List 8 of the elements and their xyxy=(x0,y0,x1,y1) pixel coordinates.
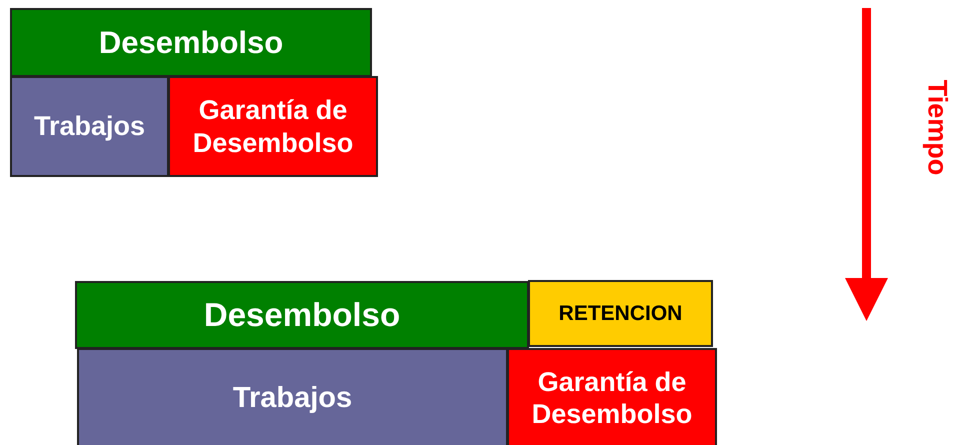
guarantee-box: Garantía de Desembolso xyxy=(507,348,717,445)
axis-label: Tiempo xyxy=(922,78,952,178)
disbursement-bar: Desembolso xyxy=(10,8,372,77)
disbursement-bar: Desembolso xyxy=(75,281,529,349)
retention-box: RETENCION xyxy=(528,280,713,347)
works-box: Trabajos xyxy=(77,348,508,445)
guarantee-box: Garantía de Desembolso xyxy=(168,76,378,177)
works-box: Trabajos xyxy=(10,76,169,177)
